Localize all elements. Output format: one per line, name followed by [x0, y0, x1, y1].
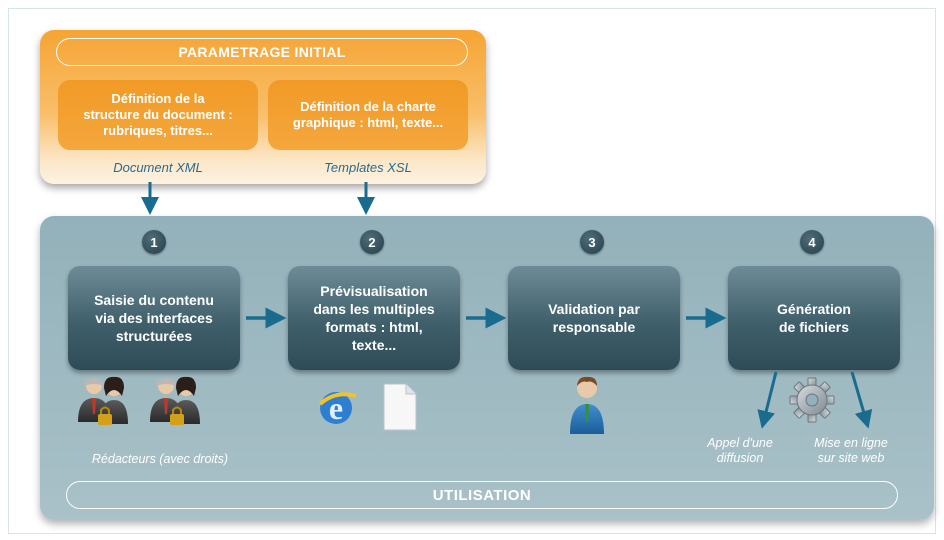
document-xml-caption: Document XML — [113, 160, 203, 175]
parametrage-title: PARAMETRAGE INITIAL — [56, 38, 468, 66]
step-number-4: 4 — [800, 230, 824, 254]
mise-en-ligne-caption: Mise en ligne sur site web — [814, 436, 888, 465]
document-icon — [383, 383, 417, 431]
redacteurs-caption: Rédacteurs (avec droits) — [91, 452, 229, 466]
arrow-to-appel — [757, 371, 778, 429]
svg-text:e: e — [329, 390, 343, 426]
step-number-2: 2 — [360, 230, 384, 254]
user-group-lock-icon — [78, 376, 128, 425]
charte-definition-box: Définition de la charte graphique : html… — [268, 80, 468, 150]
step-box-validation: Validation par responsable — [508, 266, 680, 370]
step-box-saisie: Saisie du contenu via des interfaces str… — [68, 266, 240, 370]
internet-explorer-icon: e — [318, 390, 357, 426]
appel-diffusion-caption: Appel d'une diffusion — [707, 436, 773, 465]
structure-definition-box: Définition de la structure du document :… — [58, 80, 258, 150]
step-number-1: 1 — [142, 230, 166, 254]
utilisation-label: UTILISATION — [66, 481, 898, 509]
diagram-frame — [8, 8, 936, 534]
step-box-previsualisation: Prévisualisation dans les multiples form… — [288, 266, 460, 370]
arrow-to-mise-en-ligne — [850, 371, 873, 429]
step-box-generation: Génération de fichiers — [728, 266, 900, 370]
user-group-lock-icon — [150, 376, 200, 425]
user-icon — [570, 376, 604, 434]
step-number-3: 3 — [580, 230, 604, 254]
gear-icon — [789, 377, 835, 423]
templates-xsl-caption: Templates XSL — [324, 160, 412, 175]
